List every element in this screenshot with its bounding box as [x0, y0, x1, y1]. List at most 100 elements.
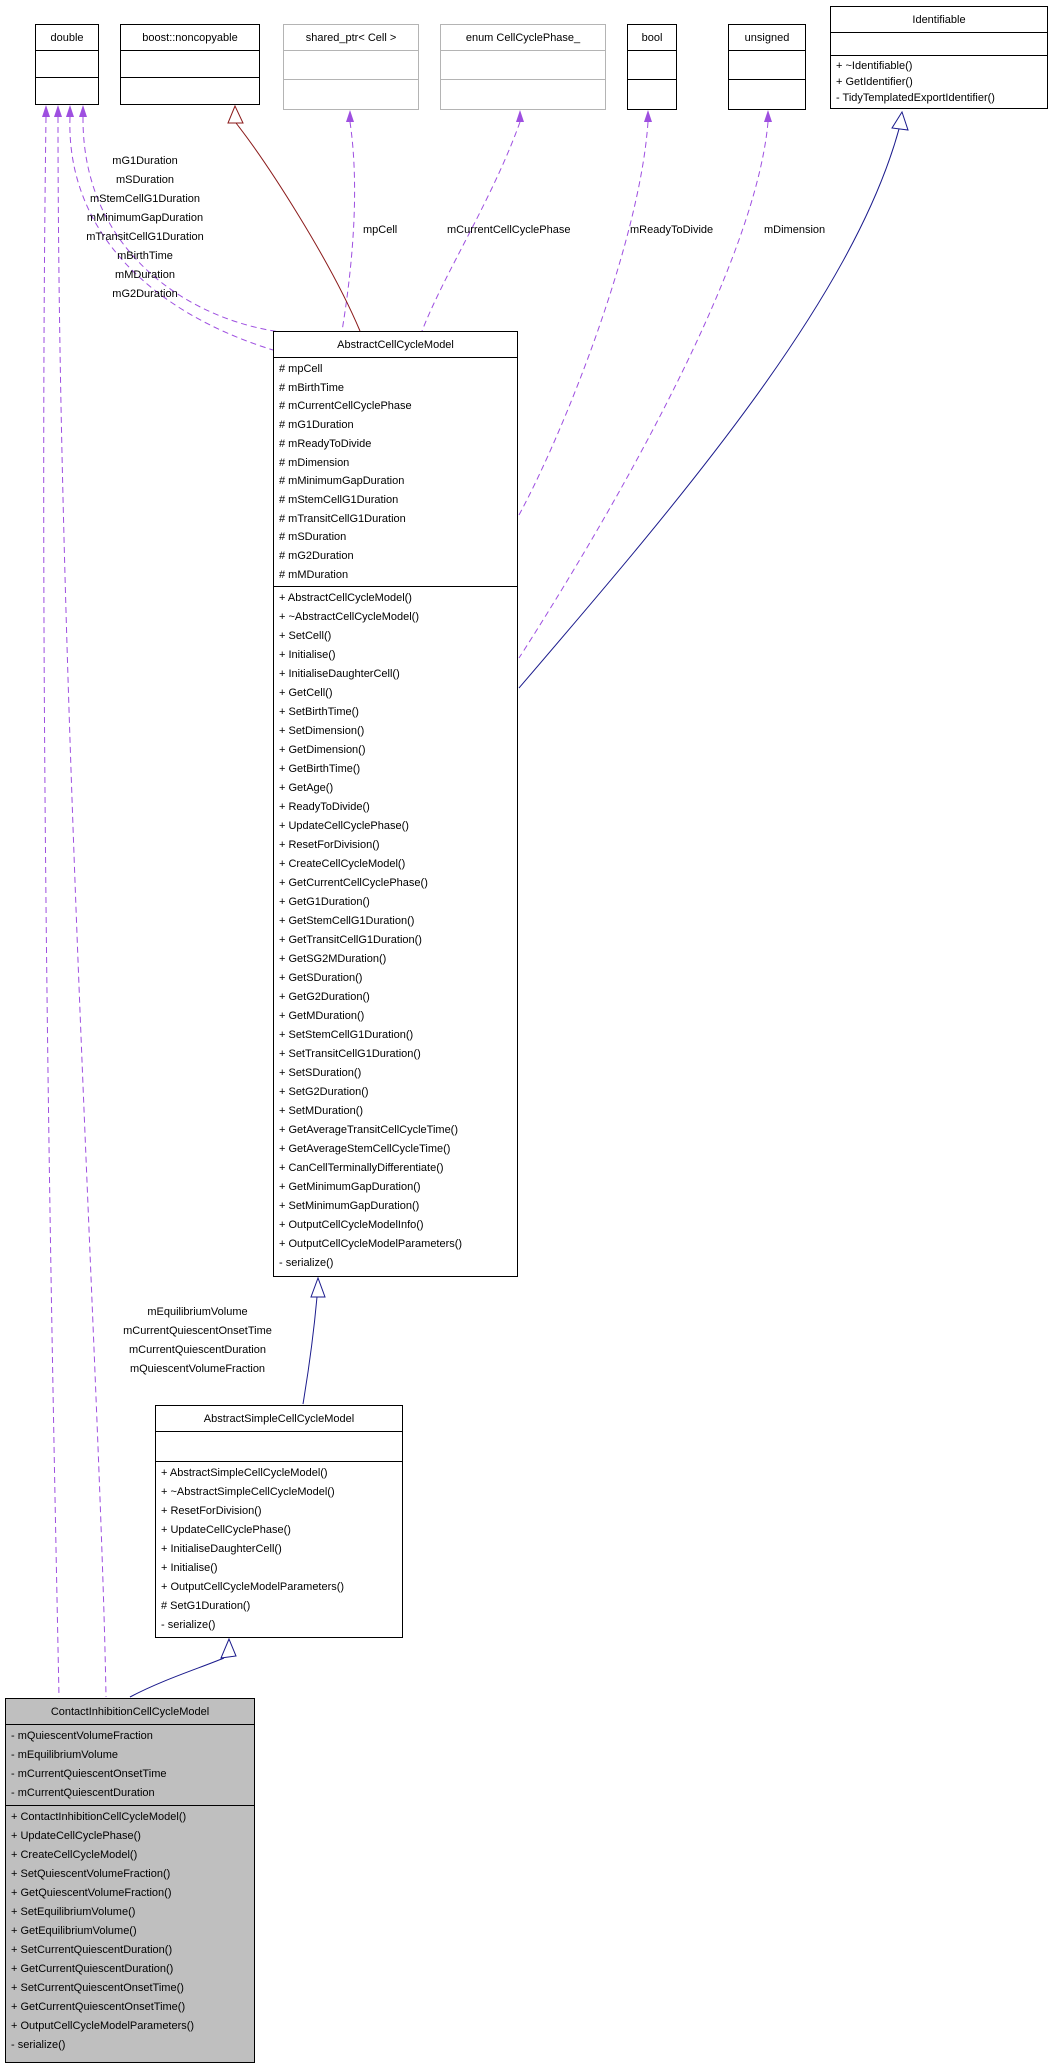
member-row: + CreateCellCycleModel() [279, 858, 406, 871]
member-row: + ~AbstractSimpleCellCycleModel() [161, 1486, 335, 1498]
inheritance-edge-asccm [302, 1296, 318, 1405]
class-box-shared-ptr-cell[interactable]: shared_ptr< Cell > [283, 24, 419, 110]
class-box-contact-inhibition-cell-cycle-model[interactable]: ContactInhibitionCellCycleModel - mQuies… [5, 1698, 255, 2063]
member-row: mG1Duration [112, 155, 178, 167]
member-row: - mEquilibriumVolume [11, 1749, 118, 1761]
member-row: + GetCell() [279, 687, 333, 700]
empty-attributes-section [628, 50, 676, 79]
empty-attributes-section [441, 50, 605, 79]
usage-edge-ready [518, 121, 649, 516]
member-row: - mQuiescentVolumeFraction [11, 1730, 153, 1742]
member-row: + SetEquilibriumVolume() [11, 1906, 136, 1918]
member-row: + ~AbstractCellCycleModel() [279, 611, 419, 624]
member-row: mStemCellG1Duration [89, 193, 201, 205]
attribute-list: - mQuiescentVolumeFraction - mEquilibrium… [11, 1727, 249, 1803]
member-row: # mpCell [279, 363, 323, 375]
member-row: + SetCurrentQuiescentDuration() [11, 1944, 173, 1956]
member-row: + UpdateCellCyclePhase() [11, 1830, 141, 1842]
usage-edge-mpcell [341, 121, 356, 332]
empty-methods-section [628, 79, 676, 109]
method-list: + ContactInhibitionCellCycleModel() + Upd… [11, 1808, 249, 2055]
edge-label-dimension: mDimension [764, 224, 826, 236]
class-title: Identifiable [912, 14, 966, 26]
member-row: + OutputCellCycleModelParameters() [11, 2020, 195, 2032]
class-box-unsigned[interactable]: unsigned [728, 24, 806, 110]
member-row: + ContactInhibitionCellCycleModel() [11, 1811, 187, 1823]
member-row: # mG1Duration [279, 419, 354, 432]
member-row: mCurrentQuiescentDuration [129, 1344, 266, 1356]
inheritance-arrowhead-ciccm [220, 1637, 237, 1659]
member-row: - mCurrentQuiescentDuration [11, 1787, 155, 1799]
edge-label-mpcell: mpCell [363, 224, 398, 236]
class-box-boost-noncopyable[interactable]: boost::noncopyable [120, 24, 260, 105]
class-box-abstract-simple-cell-cycle-model[interactable]: AbstractSimpleCellCycleModel + AbstractS… [155, 1405, 403, 1638]
class-box-double[interactable]: double [35, 24, 99, 105]
member-row: + GetTransitCellG1Duration() [279, 934, 422, 947]
member-row: + GetG1Duration() [279, 896, 370, 909]
methods-section: + AbstractSimpleCellCycleModel() + ~Abstr… [156, 1461, 402, 1637]
class-box-identifiable[interactable]: Identifiable + ~Identifiable()+ GetIdent… [830, 6, 1048, 109]
class-box-enum-cellcyclephase[interactable]: enum CellCyclePhase_ [440, 24, 606, 110]
member-row: mBirthTime [117, 250, 173, 262]
member-row: + CanCellTerminallyDifferentiate() [279, 1162, 444, 1175]
member-row: - serialize() [279, 1257, 334, 1270]
member-row: + ResetForDivision() [279, 839, 380, 852]
member-row: + UpdateCellCyclePhase() [161, 1524, 291, 1536]
member-row: mG2Duration [112, 288, 178, 300]
usage-arrowhead-mpcell [346, 110, 354, 122]
member-row: + GetSDuration() [279, 972, 363, 985]
member-row: + GetBirthTime() [279, 763, 361, 776]
class-title: double [50, 32, 84, 44]
inheritance-edge-identifiable [518, 128, 900, 689]
method-list: + AbstractSimpleCellCycleModel() + ~Abstr… [161, 1464, 397, 1635]
member-row: + GetG2Duration() [279, 991, 370, 1004]
member-row: + GetSG2MDuration() [279, 953, 387, 966]
member-row: + InitialiseDaughterCell() [279, 668, 400, 681]
class-box-bool[interactable]: bool [627, 24, 677, 110]
method-list: + ~Identifiable()+ GetIdentifier()- Tidy… [836, 58, 1042, 106]
edge-label-list: mG1Duration mSDuration mStemCellG1Duration… [70, 152, 220, 304]
member-row: + InitialiseDaughterCell() [161, 1543, 282, 1555]
member-row: + Initialise() [279, 649, 336, 662]
member-row: # mStemCellG1Duration [279, 493, 399, 506]
empty-attributes-section [36, 50, 98, 77]
empty-attributes-section [284, 50, 418, 79]
member-row: + AbstractSimpleCellCycleModel() [161, 1467, 328, 1479]
member-row: mSDuration [115, 174, 175, 186]
member-row: # mTransitCellG1Duration [279, 512, 406, 525]
member-row: + SetBirthTime() [279, 706, 359, 719]
member-row: + SetQuiescentVolumeFraction() [11, 1868, 171, 1880]
member-row: + OutputCellCycleModelParameters() [279, 1238, 463, 1251]
member-row: + GetEquilibriumVolume() [11, 1925, 137, 1937]
member-row: + ResetForDivision() [161, 1505, 262, 1517]
inheritance-edge-ciccm [129, 1657, 225, 1698]
member-row: mMinimumGapDuration [86, 212, 204, 224]
member-row: # mSDuration [279, 531, 347, 544]
member-row: + SetDimension() [279, 725, 365, 738]
usage-arrowhead-phase [516, 110, 524, 122]
member-row: # mDimension [279, 456, 350, 469]
member-row: # SetG1Duration() [161, 1600, 251, 1612]
member-row: + OutputCellCycleModelInfo() [279, 1219, 424, 1232]
member-row: + SetTransitCellG1Duration() [279, 1048, 421, 1061]
member-row: + GetCurrentQuiescentOnsetTime() [11, 2001, 186, 2013]
usage-arrowheads-double [42, 105, 87, 117]
member-row: - serialize() [11, 2039, 66, 2051]
class-box-abstract-cell-cycle-model[interactable]: AbstractCellCycleModel # mpCell# mBirthT… [273, 331, 518, 1277]
class-title: ContactInhibitionCellCycleModel [50, 1706, 210, 1718]
method-list: + AbstractCellCycleModel()+ ~AbstractCel… [279, 589, 512, 1273]
methods-section: + AbstractCellCycleModel()+ ~AbstractCel… [274, 586, 517, 1275]
usage-arrowhead-dimension [764, 110, 772, 122]
member-row: + GetDimension() [279, 744, 366, 757]
member-row: + SetStemCellG1Duration() [279, 1029, 414, 1042]
edge-label-double-members: mG1Duration mSDuration mStemCellG1Duration… [70, 152, 220, 304]
empty-methods-section [441, 79, 605, 109]
member-row: + GetAverageStemCellCycleTime() [279, 1143, 451, 1156]
member-row: mCurrentQuiescentOnsetTime [123, 1325, 272, 1337]
member-row: - mCurrentQuiescentOnsetTime [11, 1768, 167, 1780]
member-row: mQuiescentVolumeFraction [129, 1363, 266, 1375]
attributes-section: # mpCell# mBirthTime# mCurrentCellCycleP… [274, 357, 517, 586]
class-title: shared_ptr< Cell > [305, 32, 397, 44]
